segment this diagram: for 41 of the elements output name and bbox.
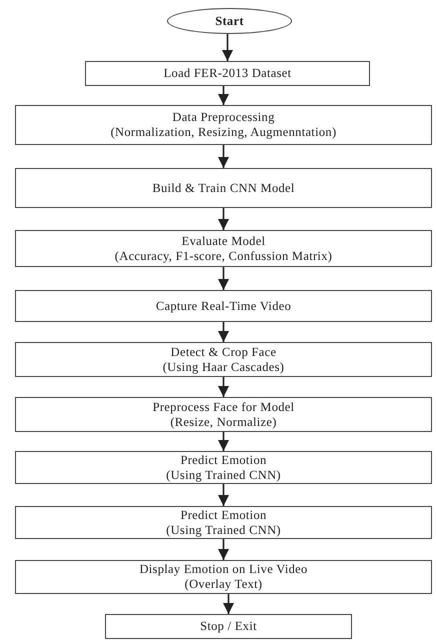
step-text: Build & Train CNN Model bbox=[152, 180, 295, 196]
step-text: Detect & Crop Face bbox=[170, 344, 276, 360]
process-box bbox=[15, 105, 432, 145]
arrow bbox=[222, 34, 234, 61]
step-text: Preprocess Face for Model bbox=[152, 400, 294, 414]
step-text: (Overlay Text) bbox=[184, 577, 262, 592]
process-box bbox=[15, 168, 432, 208]
arrow bbox=[218, 86, 230, 105]
arrow bbox=[222, 594, 234, 614]
process-box bbox=[15, 290, 432, 322]
process-box bbox=[15, 506, 432, 539]
step-text: (Normalization, Resizing, Augmenntation) bbox=[110, 125, 336, 140]
step-text: Predict Emotion bbox=[180, 508, 267, 522]
arrow bbox=[218, 377, 230, 397]
process-box bbox=[85, 61, 370, 86]
step-text: (Using Trained CNN) bbox=[166, 468, 281, 482]
arrow bbox=[218, 322, 230, 342]
step-text: (Accuracy, F1-score, Confussion Matrix) bbox=[114, 248, 332, 264]
process-box bbox=[15, 230, 432, 267]
arrow bbox=[218, 432, 230, 451]
process-box bbox=[15, 560, 432, 594]
step-text: Display Emotion on Live Video bbox=[139, 562, 308, 577]
arrow bbox=[218, 539, 230, 560]
process-box bbox=[15, 451, 432, 484]
process-box bbox=[15, 397, 432, 432]
step-text: Capture Real-Time Video bbox=[156, 298, 292, 314]
step-text: (Using Haar Cascades) bbox=[162, 360, 284, 374]
step-text: Stop / Exit bbox=[200, 619, 257, 634]
step-text: Evaluate Model bbox=[182, 234, 266, 248]
arrow bbox=[218, 208, 230, 230]
step-text: Data Preprocessing bbox=[172, 110, 275, 125]
arrow bbox=[218, 267, 230, 290]
step-text: Load FER-2013 Dataset bbox=[164, 66, 292, 81]
arrow bbox=[218, 484, 230, 506]
step-text: (Resize, Normalize) bbox=[170, 414, 277, 430]
arrow bbox=[218, 145, 230, 168]
step-text: Predict Emotion bbox=[180, 452, 267, 468]
process-box bbox=[105, 614, 352, 639]
step-text: (Using Trained CNN) bbox=[166, 522, 281, 538]
process-box bbox=[15, 342, 432, 377]
terminal-label: Start bbox=[215, 14, 244, 28]
